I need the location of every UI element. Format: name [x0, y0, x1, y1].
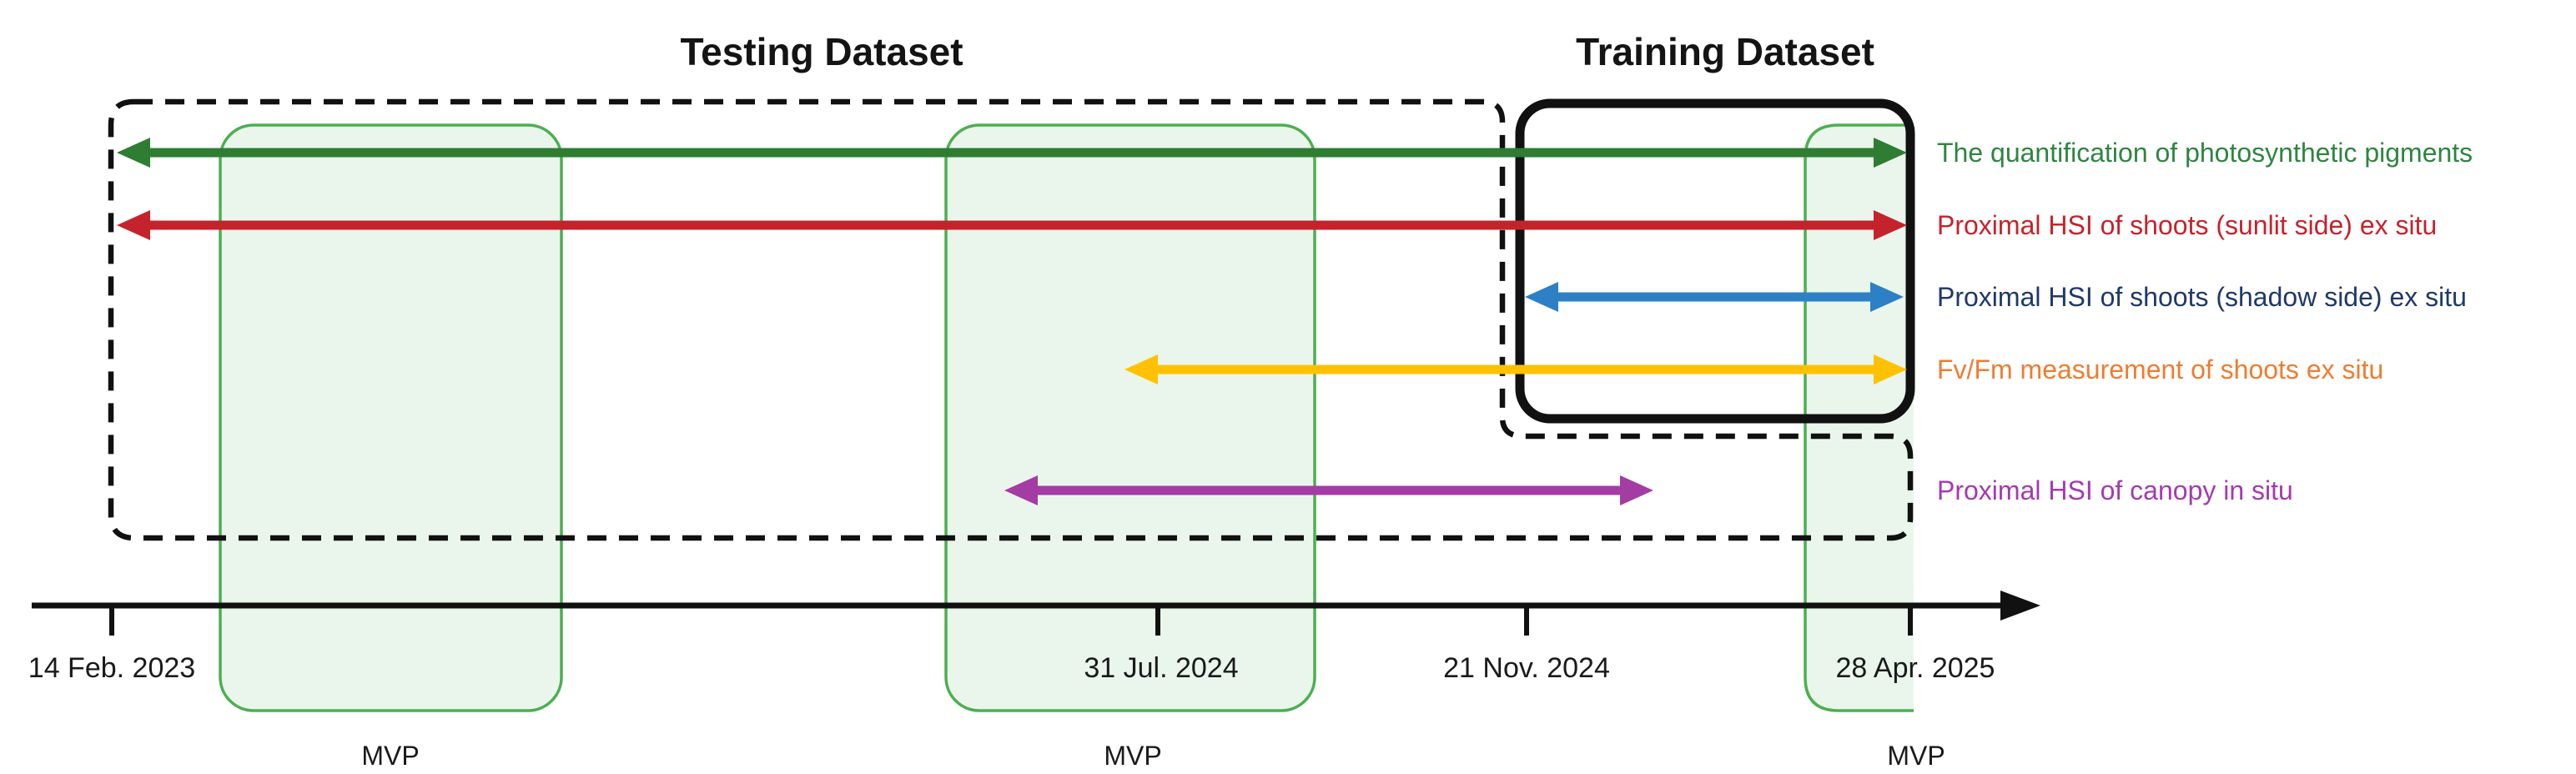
testing-dataset-title: Testing Dataset — [680, 30, 963, 73]
timeline-axis — [32, 591, 2040, 636]
measurement-label-4: Fv/Fm measurement of shoots ex situ — [1937, 354, 2383, 384]
fvfm-arrow-right-arrowhead-icon — [1874, 354, 1907, 384]
measurement-label-5: Proximal HSI of canopy in situ — [1937, 475, 2293, 505]
hsi-shadow-arrow-right-arrowhead-icon — [1870, 282, 1904, 312]
mvp-period-box-2 — [944, 123, 1316, 712]
date-label-1: 14 Feb. 2023 — [28, 652, 195, 684]
training-dataset-box — [1515, 98, 1915, 424]
hsi-canopy-arrow — [1004, 475, 1653, 505]
fvfm-arrow — [1124, 354, 1907, 384]
hsi-canopy-arrow-left-arrowhead-icon — [1004, 475, 1038, 505]
fvfm-arrow-left-arrowhead-icon — [1124, 354, 1158, 384]
training-dataset-title: Training Dataset — [1576, 30, 1874, 73]
hsi-shadow-arrow — [1525, 282, 1904, 312]
pigments-arrow-left-arrowhead-icon — [117, 138, 150, 168]
mvp-period-box-1 — [219, 123, 563, 712]
testing-dataset-outline — [108, 98, 1914, 541]
mvp-label-1: MVP — [361, 741, 419, 771]
mvp-label-3: MVP — [1887, 741, 1945, 771]
hsi-shadow-arrow-left-arrowhead-icon — [1525, 282, 1558, 312]
date-label-3: 21 Nov. 2024 — [1443, 652, 1610, 684]
axis-arrowhead-icon — [2000, 591, 2040, 621]
measurement-label-2: Proximal HSI of shoots (sunlit side) ex … — [1937, 210, 2437, 240]
pigments-arrow — [117, 138, 1907, 168]
hsi-sunlit-arrow-left-arrowhead-icon — [117, 210, 150, 240]
mvp-label-2: MVP — [1104, 741, 1161, 771]
hsi-sunlit-arrow-right-arrowhead-icon — [1874, 210, 1907, 240]
date-label-2: 31 Jul. 2024 — [1084, 652, 1238, 684]
pigments-arrow-right-arrowhead-icon — [1874, 138, 1907, 168]
hsi-sunlit-arrow — [117, 210, 1907, 240]
hsi-canopy-arrow-right-arrowhead-icon — [1620, 475, 1653, 505]
measurement-label-1: The quantification of photosynthetic pig… — [1937, 138, 2473, 168]
date-label-4: 28 Apr. 2025 — [1836, 652, 1995, 684]
measurement-label-3: Proximal HSI of shoots (shadow side) ex … — [1937, 282, 2467, 312]
